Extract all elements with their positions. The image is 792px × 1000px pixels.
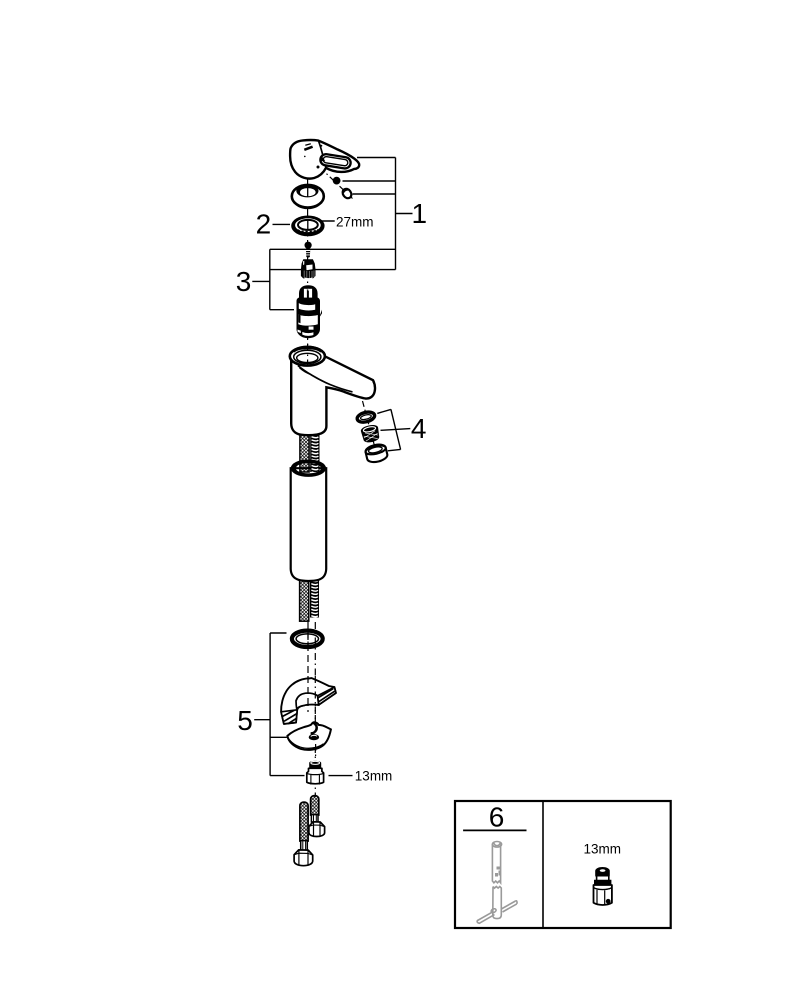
svg-text:1: 1 — [412, 198, 428, 229]
svg-text:13mm: 13mm — [584, 842, 622, 857]
svg-text:2: 2 — [256, 209, 272, 240]
svg-text:27mm: 27mm — [336, 215, 374, 230]
svg-text:4: 4 — [411, 413, 427, 444]
svg-text:6: 6 — [489, 801, 505, 832]
svg-text:5: 5 — [237, 705, 253, 736]
svg-text:3: 3 — [236, 266, 252, 297]
svg-text:13mm: 13mm — [355, 768, 393, 783]
